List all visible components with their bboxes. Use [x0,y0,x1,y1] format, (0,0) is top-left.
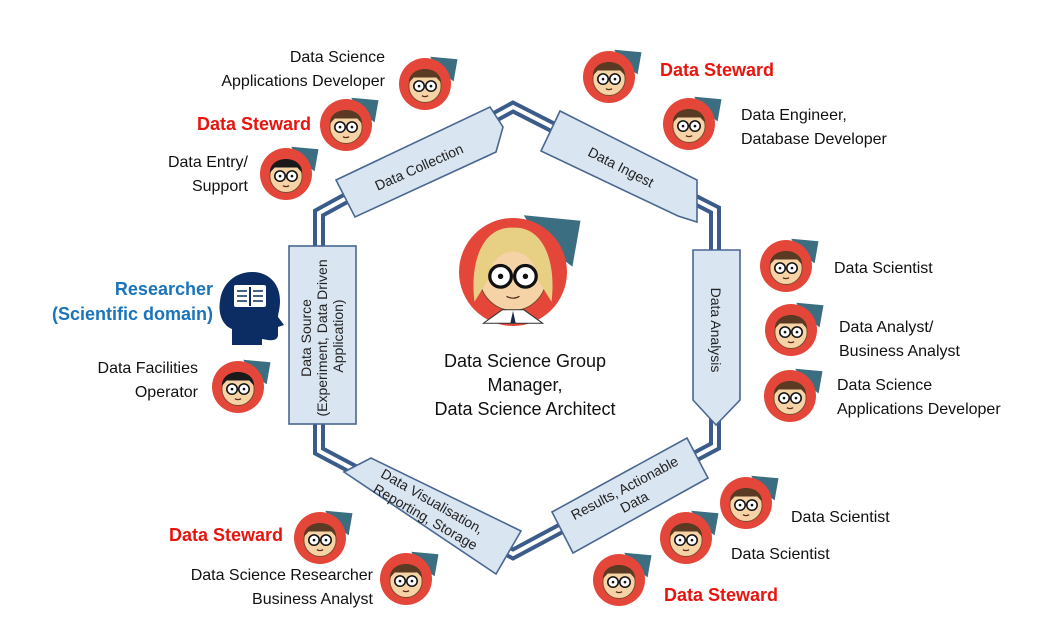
stage-analysis-shape [692,249,741,427]
role-entry-support: Data Entry/ Support [168,151,248,199]
role-ds-app-dev-right-line-1: Data Science [837,377,933,394]
center-role-line-2: Manager, [487,375,563,395]
role-analyst-line-1: Data Analyst/ [839,319,934,336]
role-researcher-bottom-line-1: Data Science Researcher [190,567,373,584]
cartoon-person-icon [459,215,581,326]
cartoon-person-icon [212,359,271,413]
role-engineer-line-2: Database Developer [741,131,887,148]
role-facilities: Data Facilities Operator [98,357,198,405]
role-engineer-line-1: Data Engineer, [741,107,847,124]
cartoon-person-icon [380,551,439,605]
stage-results-shape [550,436,710,555]
stage-collection-shape [334,105,504,219]
cartoon-person-icon [399,56,458,110]
role-steward-top-right: Data Steward [660,60,775,80]
cartoon-person-icon [663,96,722,150]
role-facilities-line-1: Data Facilities [97,360,198,377]
role-entry-support-line-2: Support [191,178,248,195]
role-steward-bottom-right: Data Steward [664,585,779,605]
cartoon-person-icon [720,475,779,529]
stage-analysis: Data Analysis [692,249,741,427]
stage-analysis-label: Data Analysis [708,288,724,373]
hexagon-ring-inner-gap [317,104,717,557]
role-researcher-bottom-line-2: Business Analyst [252,591,373,608]
role-steward-top-left: Data Steward [196,114,311,134]
role-ds-app-dev-top-line-1: Data Science [289,49,385,66]
stage-source: Data Source (Experiment, Data Driven App… [288,245,357,425]
avatars-layer [212,49,824,606]
role-analyst-line-2: Business Analyst [839,343,960,360]
role-facilities-line-2: Operator [134,384,198,401]
role-researcher-bottom: Data Science Researcher Business Analyst [191,564,373,612]
role-ds-app-dev-top: Data Science Applications Developer [221,46,385,94]
head-with-book-icon [219,272,284,345]
center-role-text: Data Science Group Manager, Data Science… [400,349,650,421]
center-role-line-1: Data Science Group [443,351,607,371]
role-engineer: Data Engineer, Database Developer [741,104,887,152]
center-role-line-3: Data Science Architect [434,399,616,419]
cartoon-person-icon [660,510,719,564]
role-researcher-line-2: (Scientific domain) [51,304,213,324]
role-ds-app-dev-right-line-2: Applications Developer [837,401,1001,418]
cartoon-person-icon [593,552,652,606]
cartoon-person-icon [320,97,379,151]
role-ds-app-dev-right: Data Science Applications Developer [837,374,1001,422]
role-ds-app-dev-top-line-2: Applications Developer [221,73,385,90]
cartoon-person-icon [260,146,319,200]
role-researcher-line-1: Researcher [114,279,213,299]
role-scientist-bottom-2: Data Scientist [731,546,830,563]
role-entry-support-line-1: Data Entry/ [167,154,248,171]
stage-source-shape [288,245,357,425]
role-scientist-right: Data Scientist [834,260,933,277]
cartoon-person-icon [294,510,353,564]
role-steward-bottom-left: Data Steward [168,525,283,545]
hexagon-ring [313,100,721,561]
cartoon-person-icon [583,49,642,103]
cartoon-person-icon [765,302,824,356]
role-analyst: Data Analyst/ Business Analyst [839,316,960,364]
stage-source-label: Data Source (Experiment, Data Driven App… [298,255,346,416]
cartoon-person-icon [760,238,819,292]
role-scientist-bottom-1: Data Scientist [791,509,890,526]
cartoon-person-icon [764,368,823,422]
stage-ingest-shape [539,109,698,224]
stage-visualisation-shape [342,457,523,576]
role-researcher: Researcher (Scientific domain) [52,277,213,327]
